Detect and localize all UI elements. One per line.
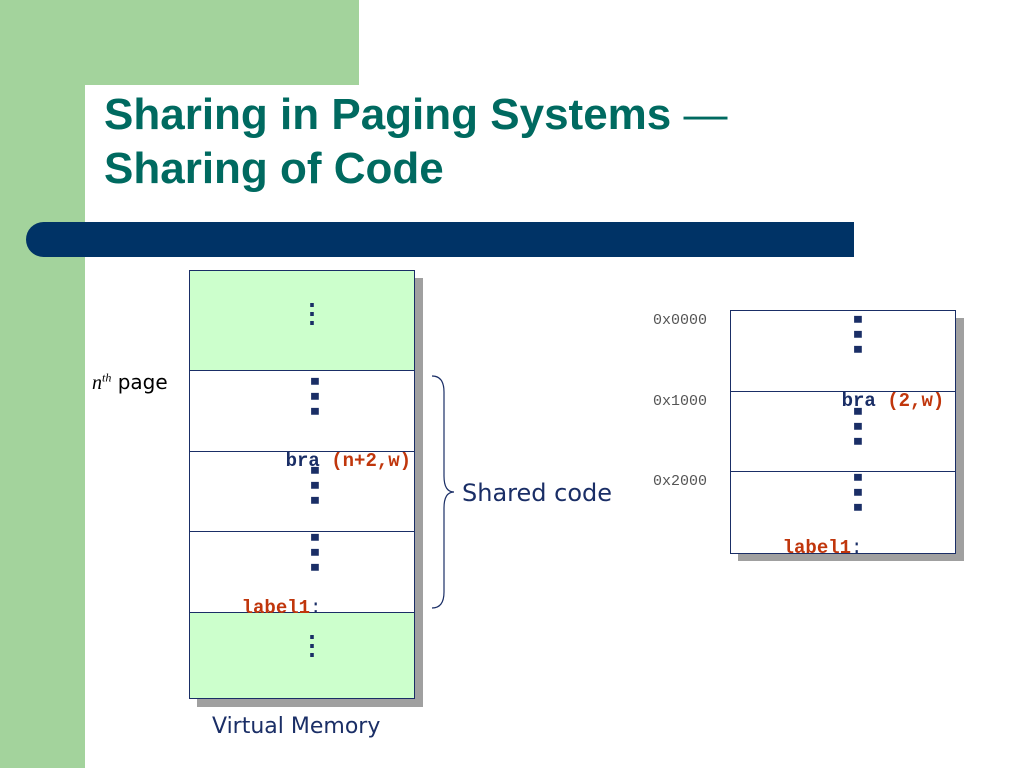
shared-code-label: Shared code [462,479,612,507]
vm-cell-nth-page [189,370,415,453]
nth-page-label: nth page [92,370,168,395]
nth-page-word: page [111,370,168,394]
vm-label: label1: [196,575,322,641]
vm-ellipsis-label: ⋮ [286,527,344,576]
nth-n: n [92,372,102,394]
pm-address-0: 0x0000 [653,312,708,329]
title-underline-bar [26,222,854,257]
vm-ellipsis-nth: ⋮ [286,371,344,420]
vm-ellipsis-bottom: ⋮ [299,630,325,660]
pm-label-name: label1 [782,537,852,559]
title-line2: Sharing of Code [104,144,444,193]
virtual-memory-caption: Virtual Memory [212,714,381,739]
shared-code-brace [431,375,455,609]
pm-cell-0 [730,310,956,393]
pm-address-1: 0x1000 [653,393,708,410]
nth-sup: th [102,370,112,385]
pm-ellipsis-0: ⋮ [829,309,887,358]
vm-cell-middle [189,451,415,533]
pm-instruction-op: bra [841,390,876,412]
pm-instruction: bra (2,w) [796,368,945,434]
pm-label: label1: [737,515,863,581]
left-green-strip [0,0,85,768]
vm-instruction-arg: (n+2,w) [331,450,412,472]
vm-cell-top [189,270,415,372]
pm-ellipsis-2: ⋮ [829,467,887,516]
pm-cell-2 [730,471,956,554]
vm-cell-bottom [189,612,415,699]
vm-ellipsis-top: ⋮ [299,298,325,328]
vm-instruction: bra (n+2,w) [240,428,411,494]
pm-label-colon: : [851,537,863,559]
title-dash: — [683,90,728,139]
vm-instruction-op: bra [285,450,320,472]
pm-cell-1 [730,391,956,473]
vm-label-name: label1 [241,597,311,619]
pm-instruction-arg: (2,w) [887,390,945,412]
vm-label-colon: : [310,597,322,619]
title-line1: Sharing in Paging Systems [104,90,672,139]
vm-ellipsis-middle: ⋮ [286,460,344,509]
page-title: Sharing in Paging Systems — Sharing of C… [104,88,728,196]
pm-ellipsis-1: ⋮ [829,401,887,450]
top-green-block [85,0,359,85]
pm-address-2: 0x2000 [653,473,708,490]
